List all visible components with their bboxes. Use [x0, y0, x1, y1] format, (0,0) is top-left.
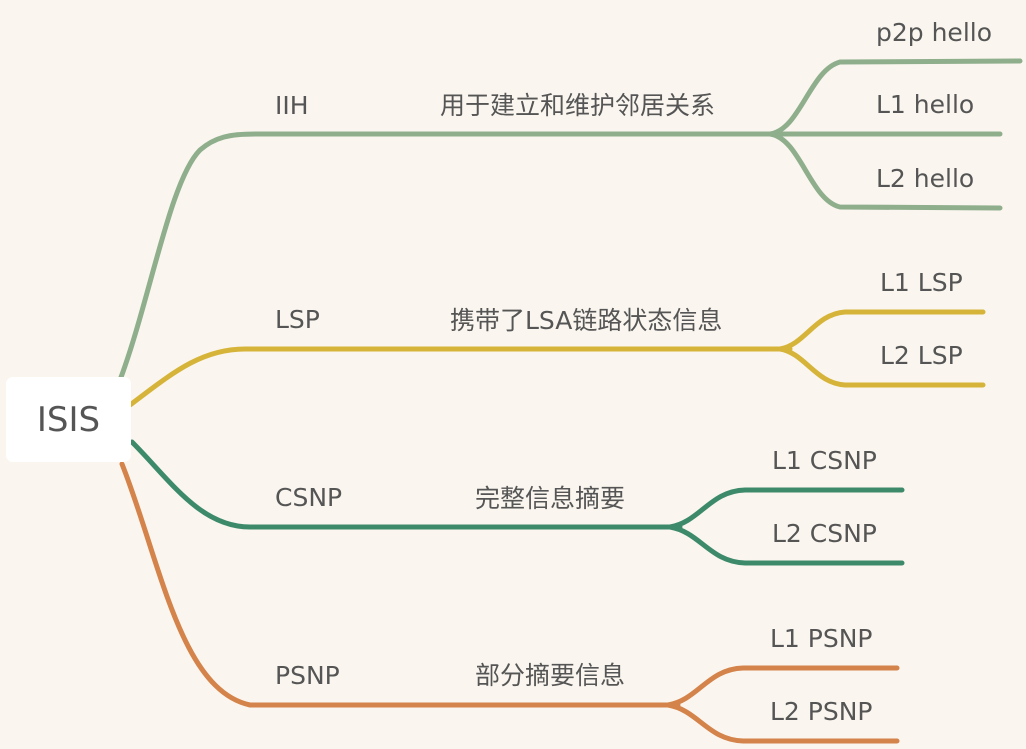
branch-csnp-label[interactable]: CSNP: [275, 483, 343, 512]
connector-l1-csnp: [667, 487, 905, 530]
root-node[interactable]: ISIS: [6, 377, 131, 462]
branch-iih-description[interactable]: 用于建立和维护邻居关系: [440, 91, 716, 120]
connector-psnp: [119, 461, 681, 708]
connector-l1-lsp: [777, 309, 986, 352]
leaf-l1-hello[interactable]: L1 hello: [876, 90, 975, 119]
leaf-l2-hello[interactable]: L2 hello: [876, 164, 975, 193]
leaf-l2-lsp[interactable]: L2 LSP: [880, 341, 963, 370]
connector-lsp: [127, 346, 793, 408]
connector-l2-lsp: [777, 346, 986, 388]
connector-l1-psnp: [665, 665, 900, 708]
leaf-l2-csnp[interactable]: L2 CSNP: [772, 519, 877, 548]
connector-csnp: [129, 439, 683, 530]
branch-lsp-description[interactable]: 携带了LSA链路状态信息: [450, 306, 723, 335]
connector-p2p-hello: [767, 58, 1023, 137]
connector-l2-psnp: [665, 702, 900, 744]
branch-csnp-description[interactable]: 完整信息摘要: [475, 484, 626, 513]
connector-l2-hello: [767, 131, 1003, 211]
connector-iih: [117, 131, 788, 383]
root-label: ISIS: [36, 399, 101, 440]
leaf-l1-psnp[interactable]: L1 PSNP: [770, 624, 873, 653]
branch-psnp-description[interactable]: 部分摘要信息: [475, 661, 626, 690]
connector-l2-csnp: [667, 524, 905, 566]
leaf-l1-csnp[interactable]: L1 CSNP: [772, 446, 877, 475]
leaf-p2p-hello[interactable]: p2p hello: [876, 18, 993, 47]
leaf-l2-psnp[interactable]: L2 PSNP: [770, 697, 873, 726]
branch-psnp-label[interactable]: PSNP: [275, 661, 340, 690]
branch-iih-label[interactable]: IIH: [275, 91, 309, 120]
leaf-l1-lsp[interactable]: L1 LSP: [880, 268, 963, 297]
branch-lsp-label[interactable]: LSP: [275, 305, 320, 334]
